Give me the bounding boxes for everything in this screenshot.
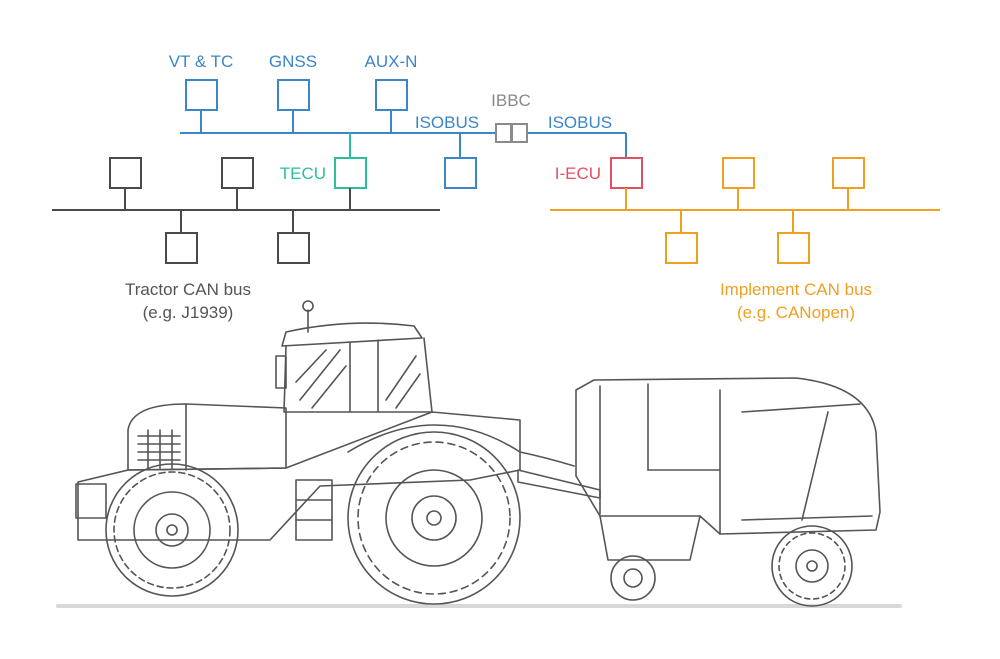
rear-wheel (347, 431, 521, 605)
rear-fender (347, 424, 521, 453)
cab-roof (281, 322, 423, 347)
baler-drawing (575, 377, 881, 607)
tractor-grille (137, 429, 181, 469)
vt-tc-node (185, 79, 218, 111)
isobus-network (180, 79, 627, 189)
tractor-hood (127, 403, 287, 471)
iecu-group (610, 157, 643, 189)
isobus-ecu-node (444, 157, 477, 189)
tractor-can-bus (52, 157, 440, 264)
tractor-node-2 (221, 157, 254, 189)
implement-node-2 (832, 157, 865, 189)
cab-frame (283, 337, 433, 413)
ibbc-connector (495, 123, 528, 143)
isobus-right-label: ISOBUS (548, 113, 612, 132)
baler-wheel (771, 525, 853, 607)
implement-can-bus (550, 157, 940, 264)
tractor-bus-example: (e.g. J1939) (143, 303, 234, 322)
ibbc-label: IBBC (491, 91, 531, 110)
tractor-drawing (75, 300, 521, 605)
implement-node-3 (665, 232, 698, 264)
aux-n-node (375, 79, 408, 111)
tractor-bus-label: Tractor CAN bus (125, 280, 251, 299)
vt-tc-label: VT & TC (169, 52, 234, 71)
implement-bus-example: (e.g. CANopen) (737, 303, 855, 322)
tecu-label: TECU (280, 164, 326, 183)
isobus-left-label: ISOBUS (415, 113, 479, 132)
tractor-node-3 (165, 232, 198, 264)
implement-bus-label: Implement CAN bus (720, 280, 872, 299)
implement-node-4 (777, 232, 810, 264)
tecu-node (334, 157, 367, 189)
drawbar (517, 469, 601, 499)
front-wheel (105, 463, 239, 597)
iecu-node (610, 157, 643, 189)
gnss-node (277, 79, 310, 111)
baler-small-wheel (610, 555, 656, 601)
tractor-node-1 (109, 157, 142, 189)
aux-n-label: AUX-N (365, 52, 418, 71)
baler-pickup (599, 515, 701, 561)
iecu-label: I-ECU (555, 164, 601, 183)
tractor-baler-illustration (56, 300, 902, 608)
gnss-label: GNSS (269, 52, 317, 71)
tecu-group (334, 133, 367, 189)
baler-body (575, 377, 881, 535)
implement-node-1 (722, 157, 755, 189)
tractor-node-4 (277, 232, 310, 264)
